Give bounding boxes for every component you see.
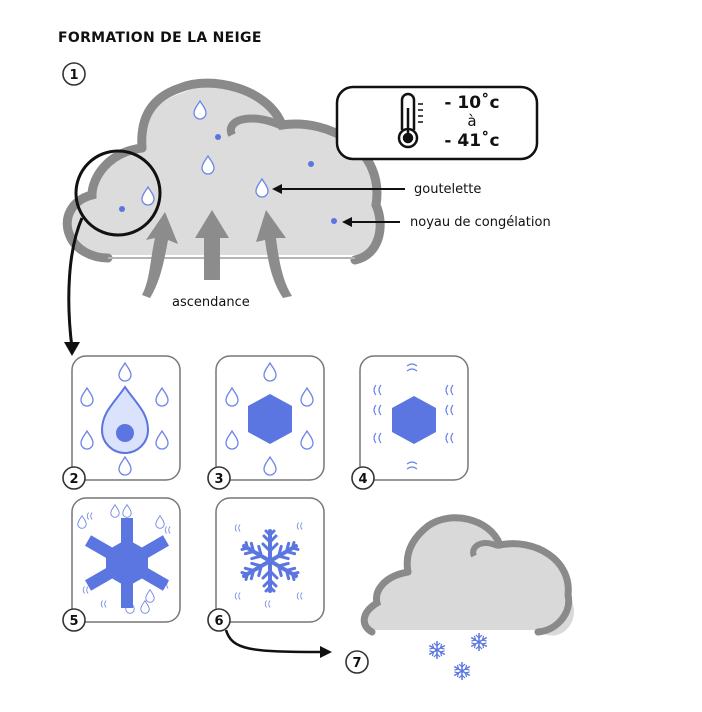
temp-bottom: - 41˚c xyxy=(444,129,499,151)
svg-text:7: 7 xyxy=(352,656,361,671)
snow-cloud xyxy=(360,514,575,636)
svg-text:5: 5 xyxy=(69,614,78,629)
step-badge-7: 7 xyxy=(345,650,369,674)
ice-crystal-icon xyxy=(392,396,436,444)
temperature-box: - 10˚c à - 41˚c xyxy=(335,85,539,161)
svg-text:1: 1 xyxy=(69,68,78,83)
ice-crystal-icon xyxy=(248,394,292,444)
label-updraft: ascendance xyxy=(172,295,250,310)
step-badge-1: 1 xyxy=(62,62,86,86)
temp-middle: à xyxy=(467,112,476,130)
panel-step-5: 5 xyxy=(62,497,181,632)
label-nucleus: noyau de congélation xyxy=(410,215,551,230)
main-cloud xyxy=(62,78,385,265)
droplet-pointer: goutelette xyxy=(272,182,481,197)
panel-step-3: 3 xyxy=(207,355,325,490)
growing-crystal xyxy=(85,518,169,608)
diagram-title: FORMATION DE LA NEIGE xyxy=(58,30,262,46)
panel-step-4: 4 xyxy=(351,355,469,490)
falling-snowflakes xyxy=(428,633,489,680)
svg-text:2: 2 xyxy=(69,472,78,487)
panel-step-2: 2 xyxy=(62,355,181,490)
freezing-nucleus xyxy=(119,134,337,224)
svg-text:4: 4 xyxy=(358,472,367,487)
panel-step-6: 6 xyxy=(207,497,325,632)
arrow-to-step-7 xyxy=(224,629,332,658)
temp-top: - 10˚c xyxy=(444,91,499,113)
label-droplet: goutelette xyxy=(414,182,481,197)
nucleus-pointer: noyau de congélation xyxy=(342,215,551,230)
svg-text:3: 3 xyxy=(214,472,223,487)
updraft-arrows xyxy=(142,210,292,298)
thermometer-icon xyxy=(397,92,423,149)
svg-text:6: 6 xyxy=(214,614,223,629)
zoom-arrow xyxy=(67,217,84,349)
magnifier-circle xyxy=(74,149,162,237)
